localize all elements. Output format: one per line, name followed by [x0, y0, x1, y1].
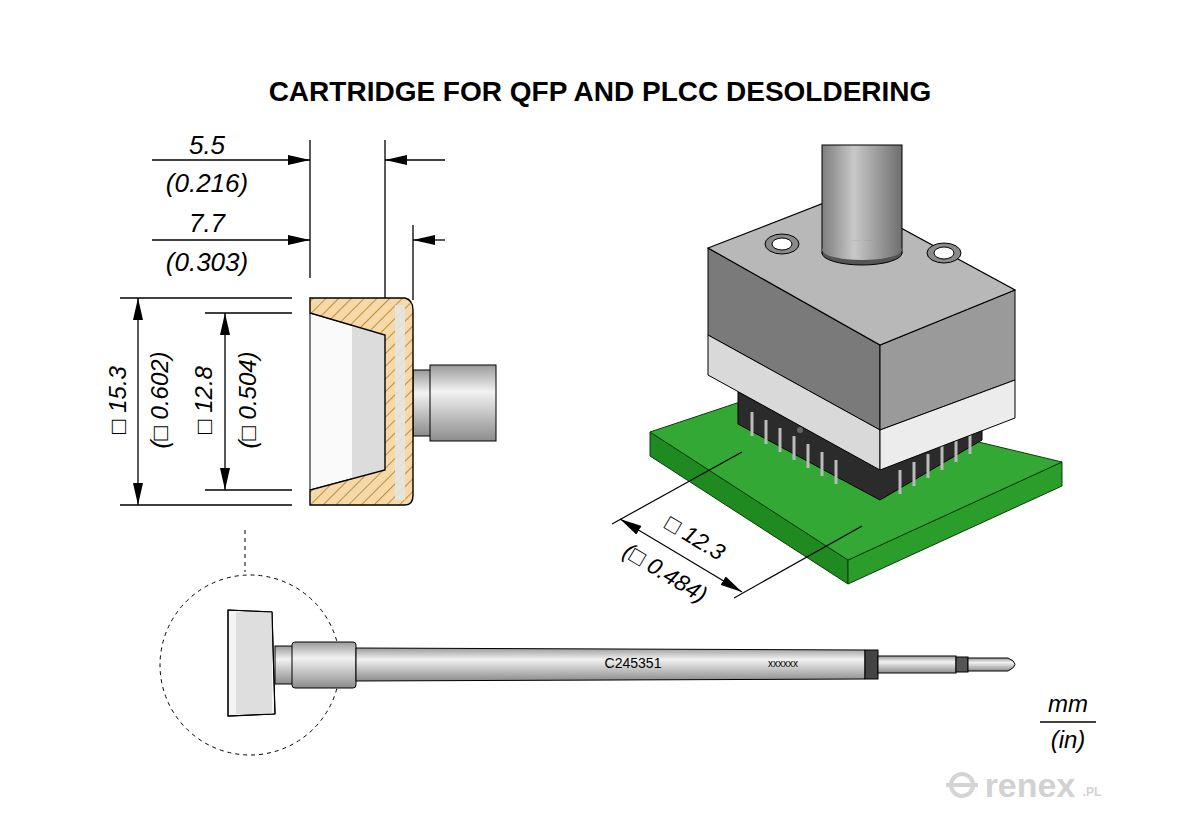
- unit-label: mm: [1048, 692, 1088, 716]
- dimension-label: (□ 0.602): [148, 351, 172, 448]
- dimension-label: (0.216): [166, 170, 248, 196]
- part-number: xxxxxx: [768, 659, 798, 669]
- part-number: C245351: [605, 656, 662, 670]
- dimension-label: (0.303): [166, 249, 248, 275]
- unit-label: (in): [1051, 728, 1086, 752]
- dimension-label: (□ 0.504): [236, 351, 260, 448]
- watermark: renex: [985, 768, 1076, 802]
- dimension-label: □ 15.3: [106, 366, 130, 434]
- watermark: .PL: [1083, 786, 1102, 798]
- dimension-label: □ 12.3: [661, 511, 729, 564]
- dimension-label: 5.5: [189, 132, 225, 158]
- title: CARTRIDGE FOR QFP AND PLCC DESOLDERING: [269, 78, 932, 106]
- dimension-label: 7.7: [189, 210, 225, 236]
- dimension-label: □ 12.8: [192, 366, 216, 434]
